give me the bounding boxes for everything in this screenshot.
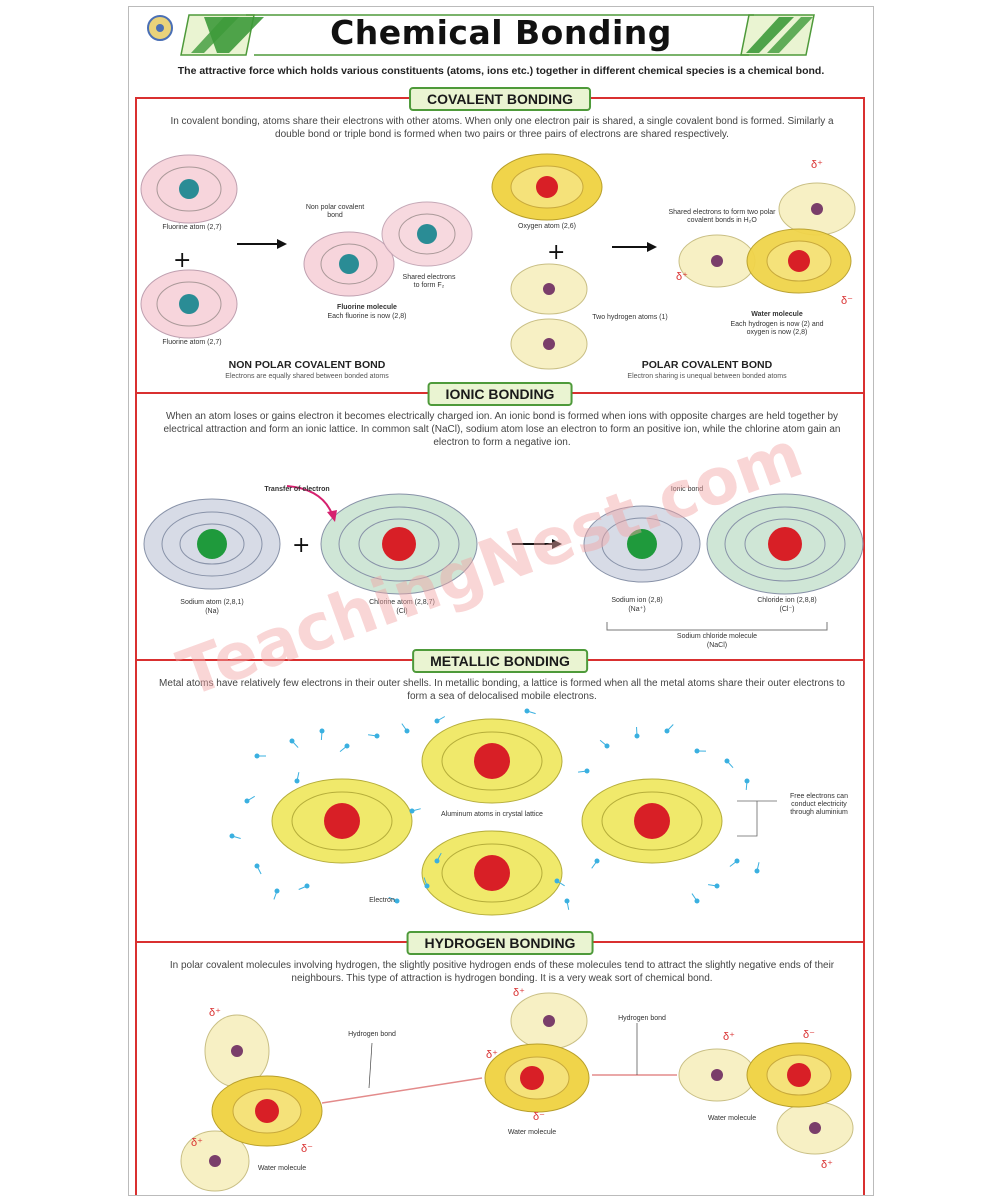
water-molecule-label-1: Water molecule [257, 1165, 307, 1172]
covalent-title: COVALENT BONDING [409, 87, 591, 111]
svg-text:+: + [547, 240, 565, 265]
hb-delta-plus-5: δ⁺ [723, 1031, 735, 1043]
aluminium-atom-top [421, 718, 563, 804]
chlorine-atom [320, 493, 478, 595]
water-molecule-middle [484, 992, 590, 1113]
transfer-of-electron-label: Transfer of electron [264, 486, 330, 493]
delta-plus-label: δ⁺ [811, 159, 823, 171]
hb-delta-minus-3: δ⁻ [803, 1029, 815, 1041]
fluorine-atom-2-label: Fluorine atom (2,7) [162, 339, 222, 346]
sodium-ion-sym: (Na⁺) [628, 606, 646, 613]
shared-electrons-f2-label: Shared electrons to form F₂ [402, 274, 456, 289]
hb-delta-plus-6: δ⁺ [821, 1159, 833, 1171]
covalent-diagram: + + [140, 153, 856, 370]
chlorine-atom-label: Chlorine atom (2,8,7) [369, 599, 435, 606]
header: Chemical Bonding [129, 7, 873, 61]
hydrogen-diagram [180, 992, 854, 1192]
metallic-title: METALLIC BONDING [412, 649, 588, 673]
two-hydrogen-label: Two hydrogen atoms (1) [592, 314, 668, 321]
sodium-ion [583, 505, 701, 583]
ionic-section: IONIC BONDING When an atom loses or gain… [135, 382, 865, 659]
hb-delta-plus-4: δ⁺ [486, 1049, 498, 1061]
fluorine-molecule-sub: Each fluorine is now (2,8) [327, 313, 407, 320]
hydrogen-bond-label-2: Hydrogen bond [618, 1015, 666, 1022]
fluorine-atom-2 [140, 269, 238, 339]
page-title: Chemical Bonding [330, 13, 672, 52]
metallic-diagram [229, 708, 777, 916]
sodium-atom-sym: (Na) [205, 608, 219, 615]
ionic-diagram: + [143, 485, 864, 631]
hydrogen-atom-2 [510, 318, 588, 370]
hydrogen-text: In polar covalent molecules involving hy… [169, 960, 835, 984]
delta-minus-label: δ⁻ [841, 295, 853, 307]
header-stripes [180, 14, 815, 56]
aluminium-atom-left [271, 778, 413, 864]
ionic-title: IONIC BONDING [427, 382, 573, 406]
covalent-text: In covalent bonding, atoms share their e… [170, 116, 834, 140]
water-molecule-label-2: Water molecule [507, 1129, 557, 1136]
poster: Chemical Bonding The attractive force wh… [128, 6, 874, 1196]
ionic-text: When an atom loses or gains electron it … [163, 411, 841, 448]
aluminium-atoms-label: Aluminum atoms in crystal lattice [441, 811, 543, 818]
svg-text:+: + [292, 533, 310, 558]
chlorine-atom-sym: (Cl) [396, 608, 408, 615]
hb-delta-minus-2: δ⁻ [533, 1111, 545, 1123]
covalent-section: COVALENT BONDING In covalent bonding, at… [135, 87, 865, 392]
nonpolar-bond-label: Non polar covalent bond [305, 204, 365, 219]
metallic-text: Metal atoms have relatively few electron… [159, 678, 845, 702]
intro-text: The attractive force which holds various… [177, 65, 825, 77]
chloride-ion [706, 493, 864, 595]
fluorine-atom-1 [140, 154, 238, 224]
svg-text:+: + [173, 248, 191, 273]
chloride-ion-sym: (Cl⁻) [779, 606, 795, 613]
ionic-bond-label: Ionic bond [670, 486, 704, 493]
chloride-ion-label: Chloride ion (2,8,8) [757, 597, 817, 604]
aluminium-atom-bottom [421, 830, 563, 916]
water-molecule-left [180, 1014, 323, 1192]
nacl-label: Sodium chloride molecule [676, 633, 758, 640]
oxygen-atom-label: Oxygen atom (2,6) [518, 223, 576, 230]
free-electrons-label: Free electrons can conduct electricity t… [790, 793, 848, 816]
free-electrons [229, 708, 760, 910]
fluorine-atom-1-label: Fluorine atom (2,7) [162, 224, 222, 231]
nonpolar-covalent-sub: Electrons are equally shared between bon… [225, 373, 389, 380]
hydrogen-section: HYDROGEN BONDING In polar covalent molec… [135, 931, 865, 1195]
nonpolar-covalent-title: NON POLAR COVALENT BOND [228, 359, 386, 371]
hb-delta-plus-2: δ⁺ [191, 1137, 203, 1149]
sodium-ion-label: Sodium ion (2,8) [611, 597, 663, 604]
water-molecule-sub: Each hydrogen is now (2) and oxygen is n… [730, 321, 824, 336]
shared-electrons-h2o-label: Shared electrons to form two polar coval… [668, 209, 776, 224]
aluminium-atom-right [581, 778, 723, 864]
oxygen-atom [491, 153, 603, 221]
electron-label: Electron [369, 897, 395, 904]
water-molecule-right [678, 1042, 854, 1155]
water-molecule-covalent [678, 182, 856, 294]
polar-covalent-title: POLAR COVALENT BOND [641, 359, 773, 371]
publisher-logo-icon [147, 15, 173, 41]
sodium-atom-label: Sodium atom (2,8,1) [180, 599, 244, 606]
hydrogen-bond-label-1: Hydrogen bond [348, 1031, 396, 1038]
fluorine-molecule-label: Fluorine molecule [337, 304, 397, 311]
hydrogen-atom-1 [510, 263, 588, 315]
nacl-sym: (NaCl) [706, 642, 728, 649]
delta-plus-label-2: δ⁺ [676, 271, 688, 283]
hb-delta-plus-3: δ⁺ [513, 987, 525, 999]
water-molecule-label: Water molecule [751, 311, 803, 318]
hb-delta-minus-1: δ⁻ [301, 1143, 313, 1155]
fluorine-molecule [303, 201, 473, 297]
polar-covalent-sub: Electron sharing is unequal between bond… [627, 373, 787, 380]
hydrogen-title: HYDROGEN BONDING [406, 931, 594, 955]
water-molecule-label-3: Water molecule [707, 1115, 757, 1122]
hb-delta-plus-1: δ⁺ [209, 1007, 221, 1019]
sodium-atom [143, 498, 281, 590]
metallic-section: METALLIC BONDING Metal atoms have relati… [135, 649, 865, 941]
